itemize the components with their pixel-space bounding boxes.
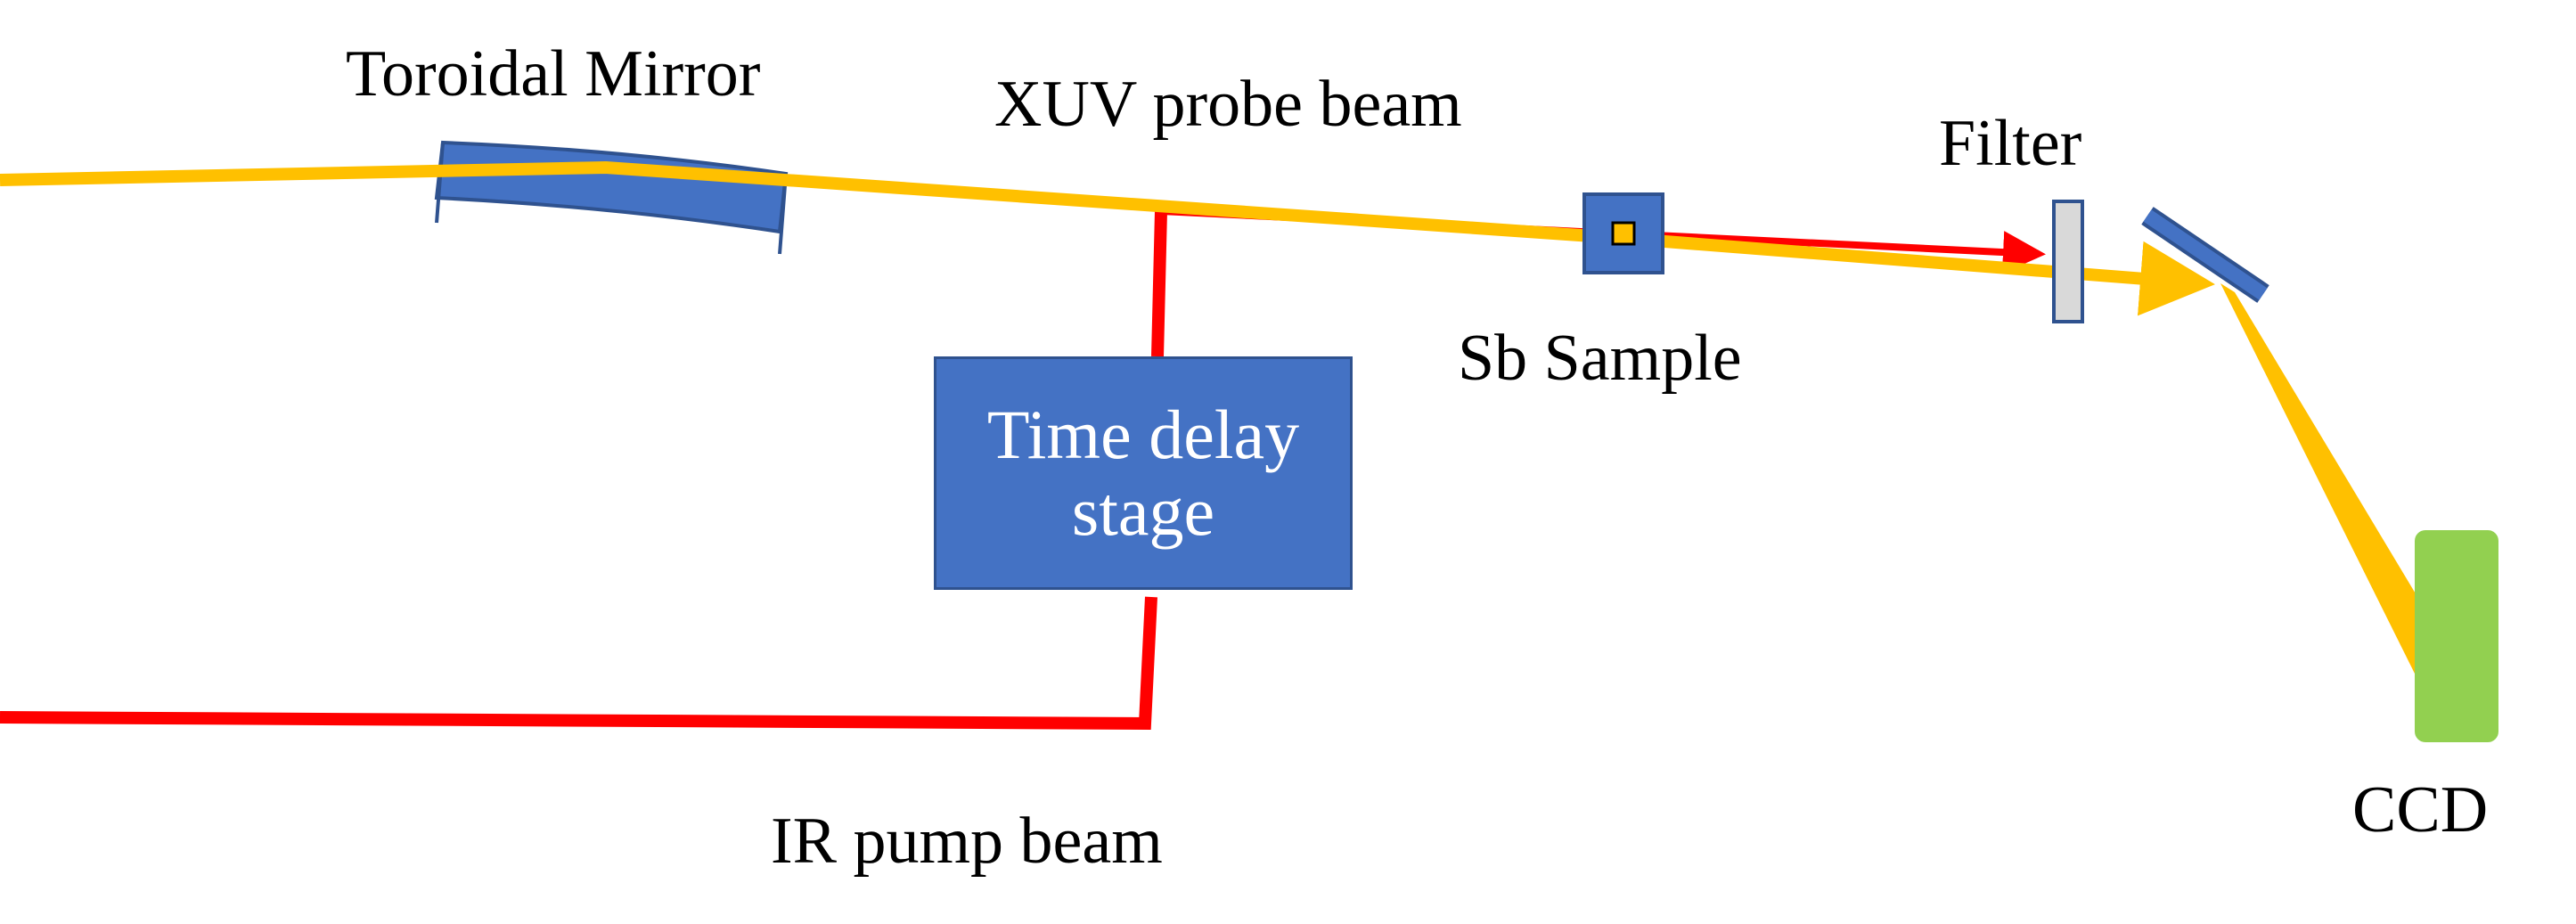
- toroidal-mirror-edge-left: [435, 142, 445, 224]
- xuv-probe-beam-label: XUV probe beam: [994, 68, 1462, 141]
- toroidal-mirror-edge-right: [778, 173, 788, 255]
- toroidal-mirror-label: Toroidal Mirror: [346, 37, 761, 110]
- filter-label: Filter: [1939, 107, 2082, 180]
- filter: [2052, 200, 2084, 323]
- toroidal-mirror: [434, 140, 789, 234]
- ir-beam-lower: [0, 596, 1157, 731]
- xuv-beam: [0, 160, 2215, 316]
- grating-face: [2143, 209, 2268, 300]
- ir-beam-upper-vertical: [1151, 210, 1167, 357]
- ccd-label: CCD: [2352, 773, 2489, 846]
- ir-pump-beam-label: IR pump beam: [771, 805, 1163, 878]
- time-delay-stage-label-line2: stage: [1071, 472, 1215, 550]
- time-delay-stage-label-line1: Time delay: [986, 396, 1300, 474]
- sb-sample-window: [1611, 221, 1636, 246]
- xuv-dispersed-cone: [2220, 283, 2417, 677]
- sb-sample-label: Sb Sample: [1458, 322, 1742, 395]
- ccd-detector: [2415, 530, 2498, 742]
- time-delay-stage: Time delay stage: [934, 356, 1353, 590]
